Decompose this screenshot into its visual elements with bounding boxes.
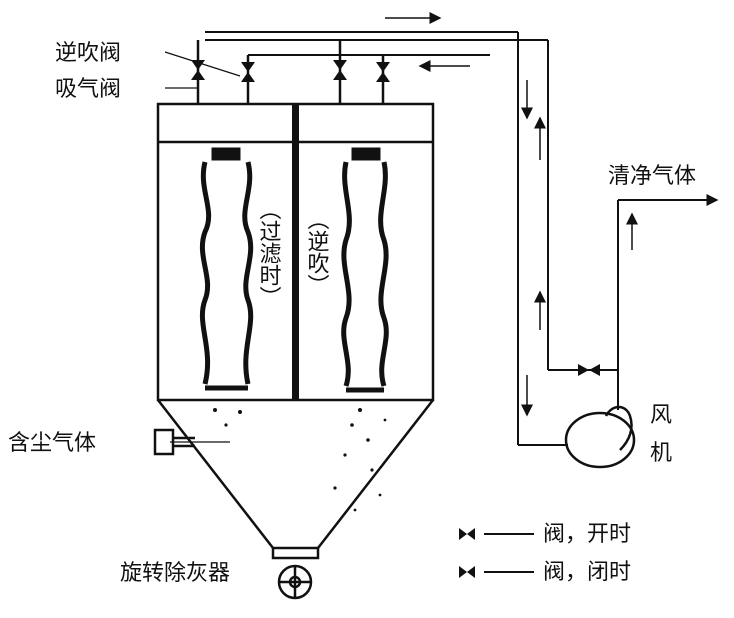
duct bbox=[205, 31, 715, 446]
legend-valve-closed: 阀，闭时 bbox=[543, 560, 631, 585]
label-clean-gas: 清净气体 bbox=[608, 164, 696, 189]
label-filtering: （过滤时） bbox=[256, 198, 282, 308]
duct-valve-icon bbox=[578, 364, 600, 376]
label-fan-1: 风 bbox=[650, 403, 672, 428]
center-partition bbox=[292, 104, 299, 400]
legend: 阀，开时 阀，闭时 bbox=[459, 522, 631, 585]
filter-bag-left bbox=[199, 147, 254, 391]
fan-icon bbox=[564, 405, 636, 469]
label-suction-valve: 吸气阀 bbox=[55, 77, 121, 102]
filter-bag-right bbox=[341, 147, 389, 393]
legend-open-valve-icon bbox=[459, 528, 475, 540]
label-rotary-discharger: 旋转除灰器 bbox=[120, 561, 230, 586]
legend-closed-valve-icon bbox=[459, 566, 475, 578]
legend-valve-open: 阀，开时 bbox=[543, 522, 631, 547]
leader-lines bbox=[164, 51, 241, 443]
rotary-valve-icon bbox=[277, 564, 313, 600]
label-dusty-gas: 含尘气体 bbox=[8, 431, 96, 456]
label-reverse-blowing: （逆吹） bbox=[304, 208, 330, 296]
label-fan-2: 机 bbox=[650, 441, 672, 466]
label-reverse-blow-valve: 逆吹阀 bbox=[55, 41, 121, 66]
dust-particles bbox=[213, 408, 387, 512]
valve-icon bbox=[191, 60, 390, 82]
flow-arrows bbox=[385, 12, 719, 417]
